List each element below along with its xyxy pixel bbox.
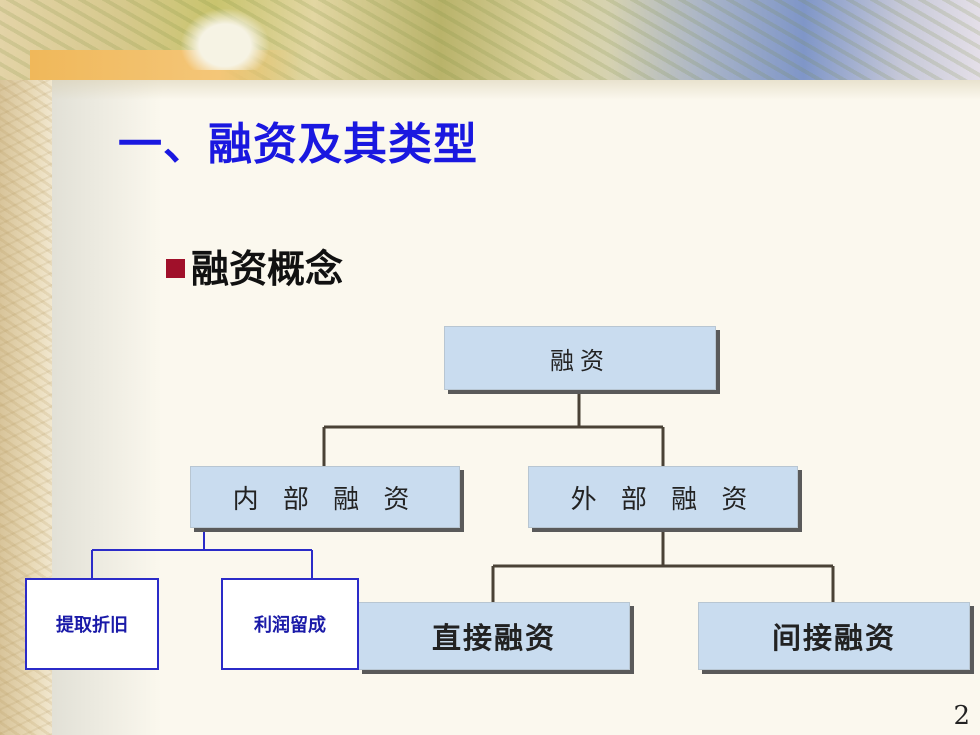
node-retained-earnings: 利润留成 (221, 578, 359, 670)
banner-fade (52, 80, 980, 100)
bullet-text: 融资概念 (191, 247, 344, 291)
node-direct-financing: 直接融资 (358, 602, 630, 670)
node-depreciation: 提取折旧 (25, 578, 159, 670)
node-indirect-financing: 间接融资 (698, 602, 970, 670)
banner-leaf-graphic (180, 8, 270, 70)
bullet-item: 融资概念 (166, 238, 343, 293)
square-bullet-icon (166, 259, 185, 278)
node-external-financing: 外 部 融 资 (528, 466, 798, 528)
page-number: 2 (953, 701, 970, 731)
slide-title: 一、融资及其类型 (118, 119, 478, 170)
node-internal-financing: 内 部 融 资 (190, 466, 460, 528)
node-financing: 融资 (444, 326, 716, 390)
